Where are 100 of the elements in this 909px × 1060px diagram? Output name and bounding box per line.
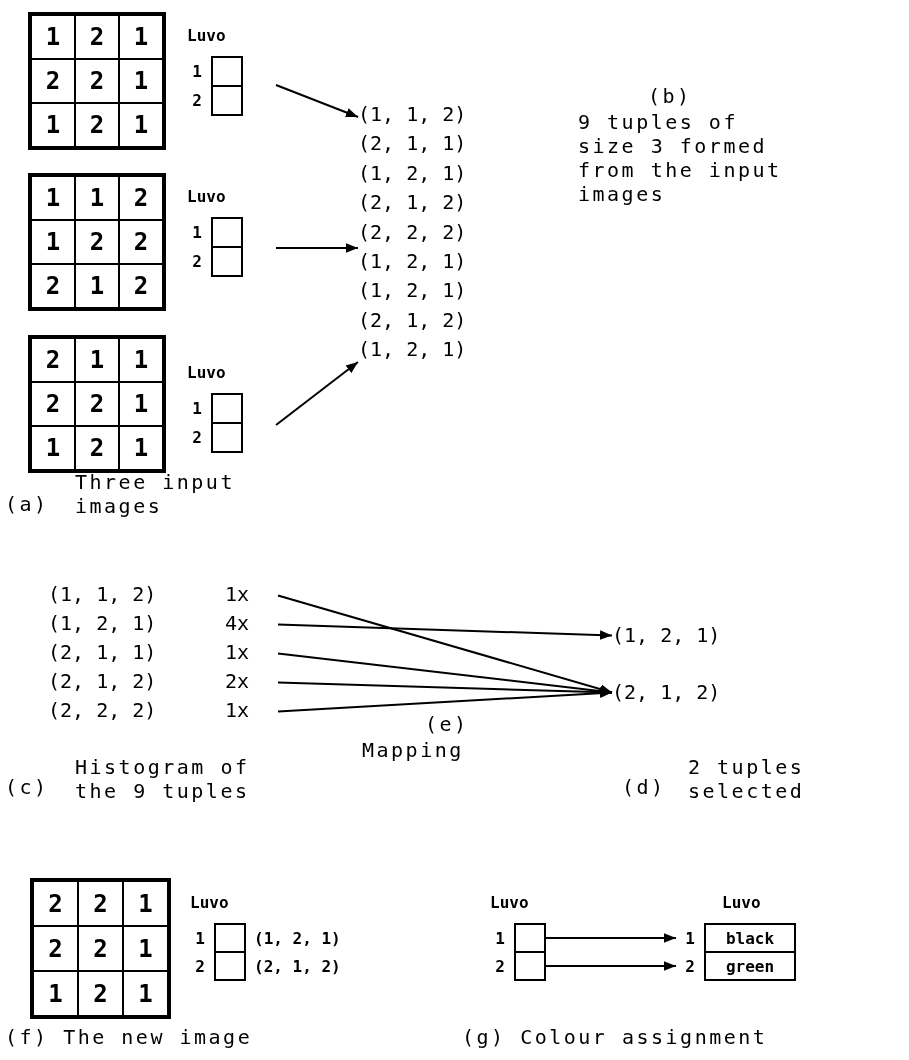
panel-label: (a) [5,492,49,516]
tuple-text: (1, 1, 2) [48,582,157,606]
tuple-text: (2, 2, 2) [48,698,157,722]
panel-label: (c) [5,775,49,799]
image-cell: 2 [33,881,78,926]
image-cell: 1 [75,338,119,382]
image-cell: 1 [31,15,75,59]
arrow [277,623,613,640]
table-heading: Luvo [187,187,226,206]
image-cell: 2 [119,220,163,264]
tuple-text: (1, 1, 2) [358,101,468,128]
caption-text: 9 tuples of size 3 formed from the input images [578,110,783,206]
tuple-text: (1, 2, 1) [358,247,468,275]
arrow [545,961,677,971]
row-number: 2 [494,956,506,976]
pixel-grid [28,12,166,150]
image-cell: 2 [75,426,119,470]
count-text: 1x [225,698,250,722]
image-cell: 2 [119,264,163,308]
table-heading: Luvo [187,26,226,45]
image-cell: 1 [31,176,75,220]
image-cell: 1 [33,971,78,1016]
image-cell: 1 [119,15,163,59]
tuple-text: (2, 1, 1) [48,640,157,664]
table-heading: Luvo [187,363,226,382]
image-cell: 2 [31,264,75,308]
tuple-text: (2, 1, 2) [358,306,468,334]
arrow [545,933,677,943]
caption-text: Histogram of the 9 tuples [75,755,251,803]
row-number: 1 [494,928,506,948]
colour-entry: black [704,923,796,953]
tuple-text: (2, 1, 2) [254,956,341,976]
tuple-text: (1, 2, 1) [48,611,157,635]
tuple-text: (2, 1, 1) [358,130,468,158]
image-cell: 2 [119,176,163,220]
row-number: 1 [191,62,203,81]
image-cell: 1 [31,220,75,264]
image-cell: 1 [75,176,119,220]
arrow [277,688,613,713]
image-cell: 1 [123,971,168,1016]
pixel-grid [30,878,171,1019]
tuple-text: (2, 1, 2) [48,669,157,693]
image-cell: 1 [119,59,163,103]
image-cell: 2 [75,103,119,147]
caption-text: (f) The new image [5,1025,253,1049]
caption-text: 2 tuples selected [688,755,806,803]
image-cell: 2 [31,338,75,382]
caption-text: Mapping [362,738,464,762]
count-text: 1x [225,582,250,606]
table-heading: Luvo [190,893,229,912]
tuple-text: (1, 2, 1) [358,336,468,364]
row-number: 2 [684,956,696,976]
row-number: 1 [191,223,203,242]
tuple-text: (1, 2, 1) [358,277,468,305]
tuple-text: (1, 2, 1) [254,928,341,948]
image-cell: 1 [123,881,168,926]
count-text: 4x [225,611,250,635]
count-text: 1x [225,640,250,664]
panel-label: (e) [425,712,469,736]
row-number: 2 [191,428,203,447]
row-number: 2 [191,252,203,271]
row-number: 2 [194,956,206,976]
arrow [275,243,359,253]
table-heading: Luvo [490,893,529,912]
pixel-grid [28,173,166,311]
row-number: 1 [684,928,696,948]
image-cell: 2 [33,926,78,971]
image-cell: 2 [75,15,119,59]
image-cell: 2 [31,59,75,103]
tuple-text: (2, 1, 2) [358,189,468,217]
image-cell: 1 [119,382,163,426]
tuple-text: (2, 2, 2) [358,218,468,246]
tuple-text: (1, 2, 1) [612,622,721,649]
image-cell: 1 [119,103,163,147]
image-cell: 1 [119,338,163,382]
tuple-text: (1, 2, 1) [358,159,468,187]
caption-text: (g) Colour assignment [462,1025,768,1049]
row-number: 2 [191,91,203,110]
image-cell: 2 [78,971,123,1016]
caption-text: Three input images [75,470,236,518]
table-heading: Luvo [722,893,761,912]
image-cell: 2 [78,926,123,971]
row-number: 1 [194,928,206,948]
pixel-grid [28,335,166,473]
image-cell: 2 [75,220,119,264]
count-text: 2x [225,669,250,693]
image-cell: 2 [31,382,75,426]
image-cell: 2 [75,59,119,103]
colour-entry: green [704,951,796,981]
image-cell: 1 [119,426,163,470]
panel-label: (d) [622,775,666,799]
row-number: 1 [191,399,203,418]
arrow [275,84,359,118]
image-cell: 1 [31,103,75,147]
image-cell: 1 [123,926,168,971]
image-cell: 1 [75,264,119,308]
panel-label: (b) [648,84,692,108]
image-cell: 2 [78,881,123,926]
image-cell: 1 [31,426,75,470]
arrow [275,361,359,426]
